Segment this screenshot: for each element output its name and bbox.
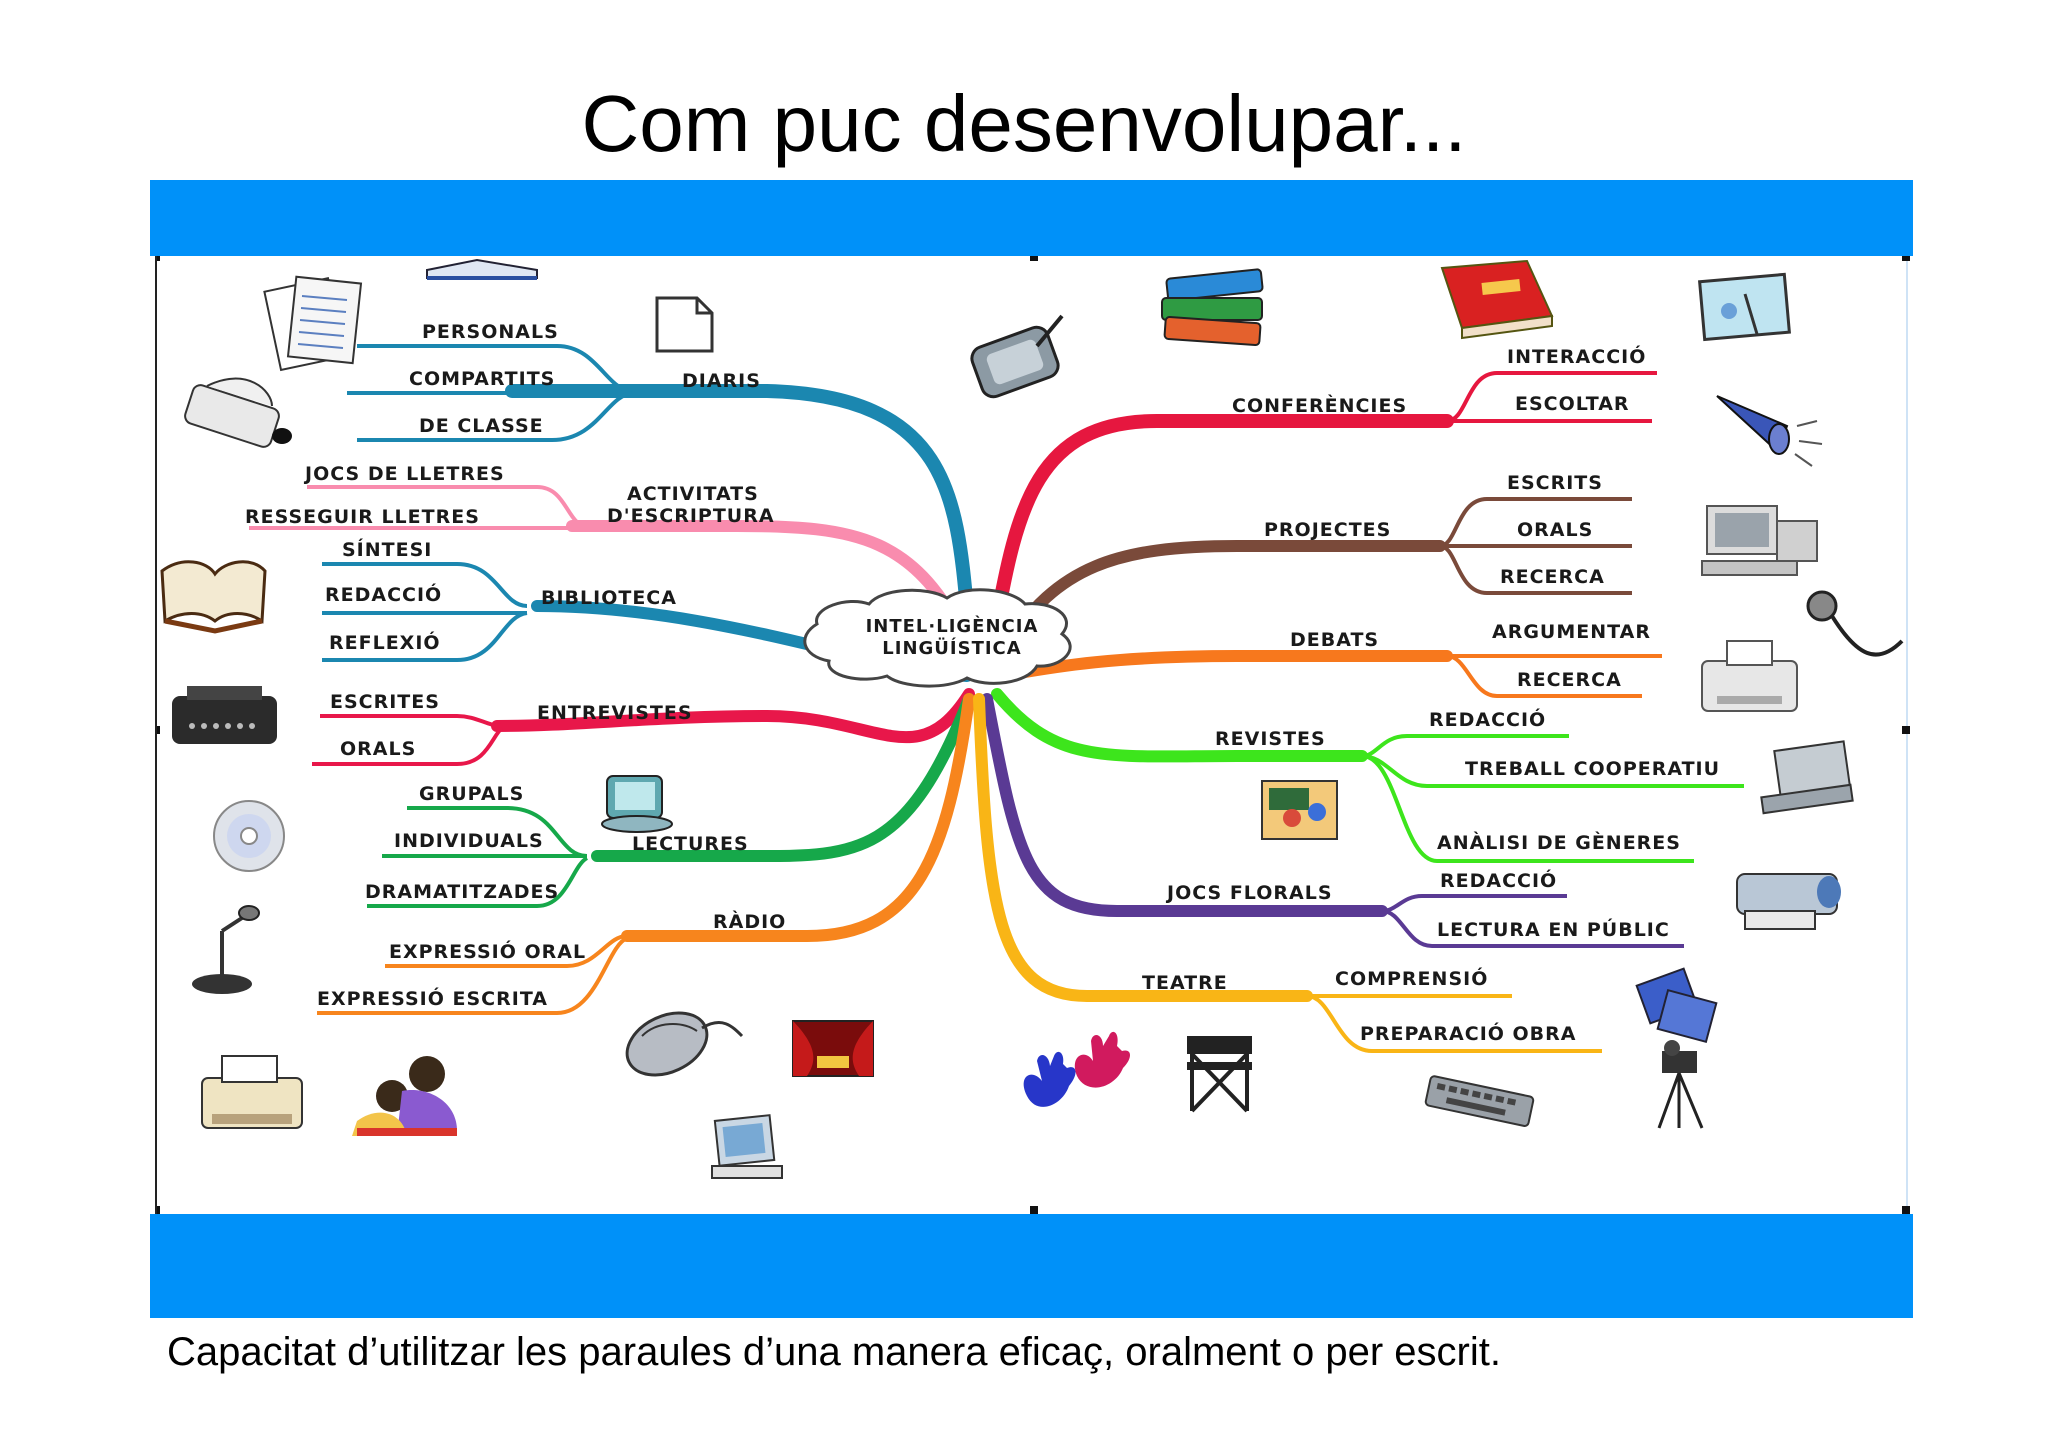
presentation-easel-icon (1698, 272, 1791, 342)
branch-label-activitats-2: D'ESCRIPTURA (607, 505, 775, 527)
sub-label-individuals: INDIVIDUALS (394, 830, 544, 852)
branch-label-revistes: REVISTES (1215, 728, 1326, 750)
branch-label-jocs-florals: JOCS FLORALS (1165, 882, 1333, 904)
sub-label-sintesi: SÍNTESI (342, 538, 432, 561)
theater-curtain-icon (792, 1020, 874, 1077)
sub-label-escrits: ESCRITS (1507, 472, 1603, 494)
branch-jocs-florals: JOCS FLORALS REDACCIÓ LECTURA EN PÚBLIC (981, 693, 1684, 948)
document-icon (655, 296, 714, 353)
sub-label-comprensio: COMPRENSIÓ (1335, 966, 1488, 990)
books-stack-icon (1161, 268, 1264, 347)
mind-map: DIARIS PERSONALS COMPARTITS DE CLASSE AC… (157, 256, 1910, 1214)
branch-label-teatre: TEATRE (1142, 972, 1228, 994)
branch-label-conferencies: CONFERÈNCIES (1232, 394, 1407, 417)
branch-label-debats: DEBATS (1290, 629, 1379, 651)
sub-label-lectura-publica: LECTURA EN PÚBLIC (1437, 917, 1670, 941)
bottom-band (150, 1214, 1913, 1318)
typewriter-icon (172, 686, 277, 744)
open-book-left-icon (160, 560, 267, 634)
frame-markers (157, 256, 1910, 1214)
sub-label-redaccio-jocs: REDACCIÓ (1440, 868, 1557, 892)
computer-on-desk-icon (711, 1114, 783, 1179)
sub-label-dramatitzades: DRAMATITZADES (365, 881, 559, 903)
microphone-icon (1806, 590, 1904, 657)
open-book-icon (426, 258, 538, 280)
center-node: INTEL·LIGÈNCIA LINGÜÍSTICA (803, 588, 1072, 688)
branch-label-projectes: PROJECTES (1264, 519, 1391, 541)
classroom-picture-icon (1261, 780, 1338, 840)
branch-activitats: ACTIVITATS D'ESCRIPTURA JOCS DE LLETRES … (245, 463, 975, 654)
floppy-disks-icon (1635, 967, 1718, 1044)
sub-label-expressio-oral: EXPRESSIÓ ORAL (389, 939, 586, 963)
sub-label-recerca-deb: RECERCA (1517, 669, 1622, 691)
children-reading-icon (352, 1056, 457, 1136)
branch-radio: RÀDIO EXPRESSIÓ ORAL EXPRESSIÓ ESCRITA (317, 693, 975, 1015)
sub-label-orals-ent: ORALS (340, 738, 416, 760)
sub-label-compartits: COMPARTITS (409, 368, 555, 390)
sub-label-escrites: ESCRITES (330, 691, 440, 713)
sub-label-jocs-de-lletres: JOCS DE LLETRES (303, 463, 505, 485)
sub-label-treball-cooperatiu: TREBALL COOPERATIU (1465, 758, 1720, 780)
printer-icon-left (201, 1055, 303, 1129)
branch-debats: DEBATS ARGUMENTAR RECERCA (996, 621, 1662, 698)
sub-label-grupals: GRUPALS (419, 783, 524, 805)
top-band (150, 180, 1913, 256)
sub-label-analisi-generes: ANÀLISI DE GÈNERES (1437, 831, 1681, 854)
red-book-icon (1440, 259, 1554, 340)
sub-label-resseguir-lletres: RESSEGUIR LLETRES (245, 506, 480, 528)
branch-label-diaris: DIARIS (682, 370, 761, 392)
branch-label-radio: RÀDIO (713, 910, 786, 933)
page-title: Com puc desenvolupar... (581, 79, 1467, 168)
caption-text: Capacitat d’utilitzar les paraules d’una… (167, 1330, 1501, 1374)
sub-label-redaccio-rev: REDACCIÓ (1429, 707, 1546, 731)
branch-label-activitats-1: ACTIVITATS (627, 483, 759, 505)
sub-label-preparacio-obra: PREPARACIÓ OBRA (1360, 1021, 1577, 1045)
branch-label-entrevistes: ENTREVISTES (537, 702, 693, 724)
computer-user-icon (601, 775, 673, 833)
sub-label-orals-proj: ORALS (1517, 519, 1593, 541)
sub-label-recerca-proj: RECERCA (1500, 566, 1605, 588)
sub-label-reflexio: REFLEXIÓ (329, 630, 441, 654)
branch-entrevistes: ENTREVISTES ESCRITES ORALS (312, 688, 975, 766)
center-label-line1: INTEL·LIGÈNCIA (866, 615, 1039, 637)
printer-icon-right (1701, 640, 1798, 712)
sub-label-redaccio-bib: REDACCIÓ (325, 582, 442, 606)
papers-icon (263, 275, 363, 372)
branch-diaris: DIARIS PERSONALS COMPARTITS DE CLASSE (347, 321, 976, 637)
sub-label-de-classe: DE CLASSE (419, 415, 544, 437)
branch-label-lectures: LECTURES (632, 833, 749, 855)
large-printer-icon (1736, 873, 1841, 930)
directors-chair-icon (1187, 1036, 1252, 1113)
branch-lectures: LECTURES GRUPALS INDIVIDUALS DRAMATITZAD… (365, 693, 975, 908)
branch-label-biblioteca: BIBLIOTECA (541, 587, 677, 609)
video-camera-tripod-icon (1657, 1040, 1704, 1129)
branch-conferencies: CONFERÈNCIES INTERACCIÓ ESCOLTAR (988, 344, 1657, 637)
mind-map-frame: DIARIS PERSONALS COMPARTITS DE CLASSE AC… (155, 256, 1910, 1214)
sub-label-personals: PERSONALS (422, 321, 559, 343)
megaphone-icon (1716, 395, 1823, 467)
graphics-tablet-icon (970, 314, 1064, 399)
sub-label-escoltar: ESCOLTAR (1515, 393, 1630, 415)
desktop-computer-icon (1701, 505, 1818, 576)
computer-mouse-icon (625, 1011, 744, 1077)
keyboard-icon (1424, 1075, 1535, 1127)
laptop-icon (1760, 740, 1854, 815)
quill-scroll-icon (184, 377, 292, 448)
branch-teatre: TEATRE COMPRENSIÓ PREPARACIÓ OBRA (973, 693, 1602, 1053)
sub-label-interaccio: INTERACCIÓ (1507, 344, 1646, 368)
center-label-line2: LINGÜÍSTICA (882, 637, 1021, 659)
branch-revistes: REVISTES REDACCIÓ TREBALL COOPERATIU ANÀ… (991, 688, 1744, 863)
sub-label-expressio-escrita: EXPRESSIÓ ESCRITA (317, 986, 548, 1010)
cd-disc-icon (213, 800, 285, 872)
sub-label-argumentar: ARGUMENTAR (1492, 621, 1651, 643)
microphone-stand-icon (192, 905, 260, 994)
painted-hands-icon (1023, 1031, 1131, 1107)
